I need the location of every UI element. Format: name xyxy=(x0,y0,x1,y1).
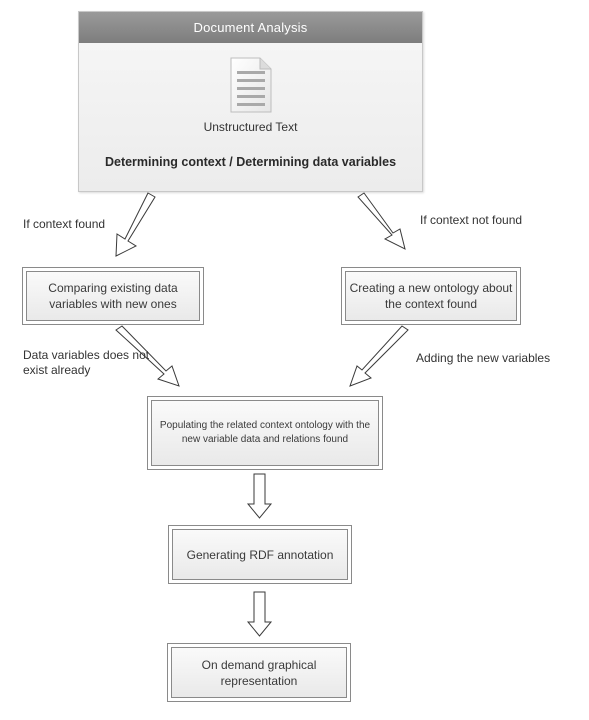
generate-rdf-box: Generating RDF annotation xyxy=(168,525,352,584)
graphical-representation-box: On demand graphical representation xyxy=(167,643,351,702)
compare-variables-box: Comparing existing data variables with n… xyxy=(22,267,204,325)
graphical-representation-text: On demand graphical representation xyxy=(171,647,347,698)
arrow-rdf-to-graphical xyxy=(246,591,273,637)
populate-ontology-box: Populating the related context ontology … xyxy=(147,396,383,470)
panel-caption: Determining context / Determining data v… xyxy=(104,155,397,169)
arrow-populate-to-rdf xyxy=(246,473,273,519)
arrow-to-create xyxy=(357,192,406,250)
arrow-create-to-populate xyxy=(349,325,409,387)
arrow-compare-to-populate xyxy=(115,325,180,387)
panel-title: Document Analysis xyxy=(79,12,422,43)
label-variables-not-exist: Data variables does not exist already xyxy=(23,348,150,377)
document-analysis-panel: Document Analysis Unstructured Text Dete… xyxy=(78,11,423,192)
label-adding-variables: Adding the new variables xyxy=(416,351,551,365)
label-context-not-found: If context not found xyxy=(420,213,523,227)
create-ontology-text: Creating a new ontology about the contex… xyxy=(345,271,517,321)
document-icon xyxy=(230,57,272,113)
compare-variables-text: Comparing existing data variables with n… xyxy=(26,271,200,321)
label-context-found: If context found xyxy=(23,217,106,231)
generate-rdf-text: Generating RDF annotation xyxy=(172,529,348,580)
populate-ontology-text: Populating the related context ontology … xyxy=(151,400,379,466)
panel-subtitle: Unstructured Text xyxy=(203,120,298,134)
create-ontology-box: Creating a new ontology about the contex… xyxy=(341,267,521,325)
arrow-to-compare xyxy=(115,192,156,257)
